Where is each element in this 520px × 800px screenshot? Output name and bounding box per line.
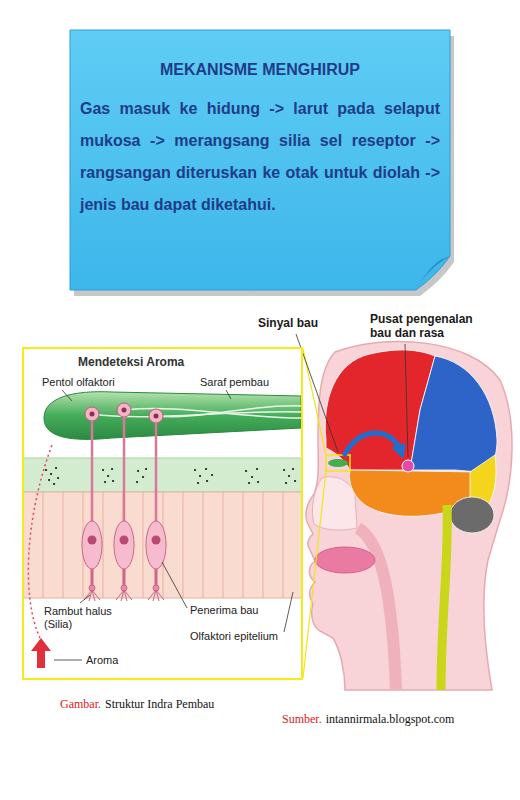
inset-title: Mendeteksi Aroma bbox=[78, 355, 301, 369]
leader-line bbox=[54, 660, 82, 661]
part-label: Rambut halus (Silia) bbox=[44, 605, 118, 631]
zoom-line bbox=[303, 471, 326, 678]
caption-line: Sumber. intannirmala.blogspot.com bbox=[282, 712, 454, 726]
part-label: Saraf pembau bbox=[200, 376, 269, 389]
source-url: intannirmala.blogspot.com bbox=[326, 712, 455, 726]
parietal-lobe bbox=[410, 356, 497, 472]
mitral-cell bbox=[85, 407, 99, 421]
part-label: Olfaktori epitelium bbox=[190, 630, 278, 643]
epithelium bbox=[23, 492, 302, 598]
receptor-axon bbox=[92, 417, 156, 522]
olfactory-bulb bbox=[44, 392, 301, 440]
bone-dots bbox=[46, 468, 295, 484]
leader-line bbox=[226, 390, 231, 399]
part-label: Pusat pengenalan bau dan rasa bbox=[370, 312, 485, 340]
part-label: Sinyal bau bbox=[258, 316, 318, 330]
spinal-cord bbox=[441, 505, 447, 690]
leader-line bbox=[284, 592, 293, 632]
inset-ground bbox=[23, 348, 302, 679]
caption-line: Gambar. Struktur Indra Pembau bbox=[60, 697, 214, 711]
cerebellum bbox=[450, 497, 494, 533]
nerve-fiber bbox=[156, 406, 301, 417]
epithelium-columns bbox=[43, 492, 283, 598]
tongue bbox=[315, 547, 375, 573]
mitral-nucleus bbox=[90, 412, 95, 417]
bone-plate bbox=[23, 458, 302, 492]
receptor-cell bbox=[146, 521, 166, 569]
receptor-axon bbox=[155, 423, 158, 522]
head-illustration bbox=[306, 341, 512, 690]
mitral-cell bbox=[149, 409, 163, 423]
leader-line bbox=[62, 390, 72, 401]
dendrite bbox=[92, 569, 156, 586]
inset-illustration bbox=[23, 348, 302, 679]
receptor-nucleus bbox=[120, 536, 129, 545]
note-title: MEKANISME MENGHIRUP bbox=[80, 59, 440, 81]
receptor-cell bbox=[82, 521, 102, 569]
dendrite bbox=[92, 569, 156, 586]
source-prefix: Sumber. bbox=[282, 712, 322, 726]
receptor-nucleus bbox=[152, 536, 161, 545]
caption-prefix: Gambar. bbox=[60, 697, 101, 711]
signal-arrow bbox=[344, 433, 401, 456]
note-body: Gas masuk ke hidung -> larut pada selapu… bbox=[80, 93, 440, 221]
part-label: Aroma bbox=[86, 654, 118, 667]
leader-line bbox=[405, 344, 408, 457]
note-fold bbox=[416, 256, 450, 290]
aroma-arrow bbox=[31, 638, 51, 668]
recognition-center bbox=[402, 460, 414, 472]
mitral-nucleus bbox=[90, 408, 159, 419]
part-label: Pentol olfaktori bbox=[42, 376, 115, 389]
receptor-cell bbox=[82, 521, 166, 569]
receptor-cell bbox=[114, 521, 134, 569]
zoom-line bbox=[303, 349, 326, 455]
olfactory-bulb bbox=[328, 459, 348, 467]
mitral-nucleus bbox=[154, 414, 159, 419]
note-box: MEKANISME MENGHIRUP Gas masuk ke hidung -… bbox=[70, 30, 450, 290]
zoom-box bbox=[326, 455, 350, 471]
figure-caption: Struktur Indra Pembau bbox=[105, 697, 214, 711]
receptor-axon bbox=[91, 421, 94, 522]
receptor-nucleus bbox=[88, 536, 161, 545]
leader-line bbox=[80, 595, 90, 603]
cilia bbox=[84, 590, 164, 601]
mitral-nucleus bbox=[122, 408, 127, 413]
head-outline bbox=[306, 341, 512, 690]
note-paper bbox=[70, 30, 450, 290]
receptor-axon bbox=[123, 417, 126, 522]
receptor-nucleus bbox=[88, 536, 97, 545]
leader-line bbox=[162, 562, 187, 608]
zoom-line bbox=[303, 349, 326, 678]
part-label: Penerima bau bbox=[190, 604, 259, 617]
mitral-cell bbox=[117, 403, 131, 417]
